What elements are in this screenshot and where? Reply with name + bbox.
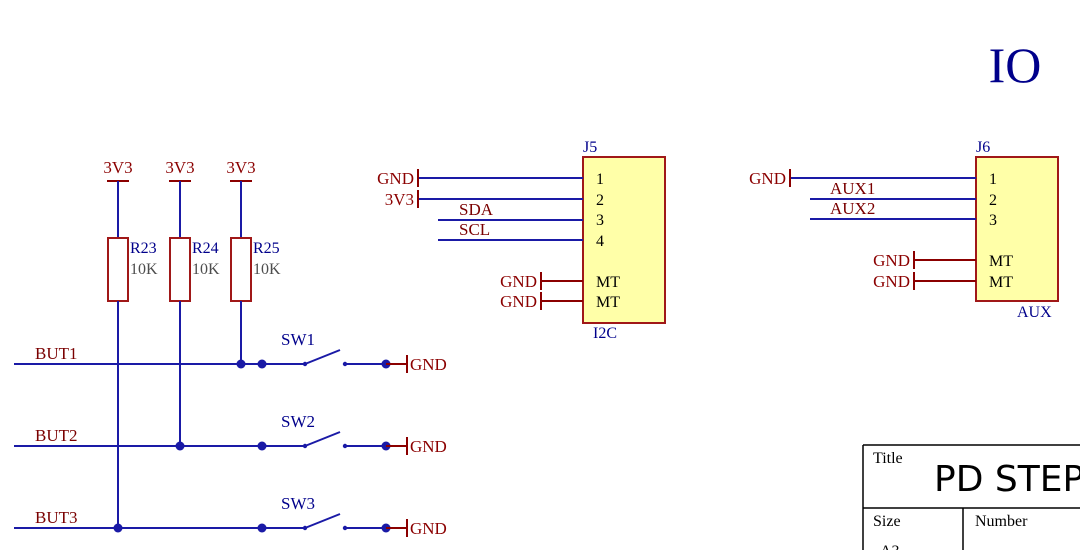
connector-ref: J6	[976, 139, 990, 156]
power-label-3v3: 3V3	[165, 158, 194, 177]
pin-number: MT	[596, 274, 620, 291]
number-label: Number	[975, 513, 1028, 530]
connector-name: AUX	[1017, 304, 1052, 321]
pin-number: 2	[989, 192, 997, 209]
pin-net-label: 3V3	[385, 190, 414, 209]
pullup-r25: 3V3 R25 10K	[226, 158, 281, 364]
pin-net-label: AUX2	[830, 199, 875, 218]
pullup-r24: 3V3 R24 10K	[165, 158, 220, 446]
pin-number: 3	[596, 212, 604, 229]
power-label-3v3: 3V3	[103, 158, 132, 177]
sheet-title: IO	[989, 37, 1042, 93]
resistor-ref: R25	[253, 240, 280, 257]
pin-net-label: GND	[500, 272, 537, 291]
pin-number: MT	[989, 274, 1013, 291]
switch-ref: SW1	[281, 330, 315, 349]
resistor-body	[230, 237, 252, 302]
gnd-label: GND	[410, 519, 447, 538]
pin-net-label: GND	[377, 169, 414, 188]
pullup-r23: 3V3 R23 10K	[103, 158, 158, 528]
resistor-body	[169, 237, 191, 302]
title-label: Title	[873, 450, 903, 467]
connector-body	[975, 156, 1059, 302]
connector-j5: J5 I2C GND 1 3V3 2 SDA 3 SCL 4 GND MT GN…	[377, 139, 666, 342]
resistor-ref: R24	[192, 240, 219, 257]
gnd-label: GND	[410, 355, 447, 374]
title-value: PD STEP	[934, 459, 1080, 500]
size-value: A3	[880, 543, 900, 550]
resistor-value: 10K	[130, 261, 158, 278]
connector-name: I2C	[593, 325, 617, 342]
connector-j6: J6 AUX GND 1 AUX1 2 AUX2 3 GND MT GND MT	[749, 139, 1059, 321]
net-label: BUT3	[35, 508, 78, 527]
net-label: BUT1	[35, 344, 78, 363]
pin-net-label: SCL	[459, 220, 490, 239]
button-row-but2: BUT2 GND SW2	[14, 412, 447, 456]
pin-number: 1	[989, 171, 997, 188]
resistor-value: 10K	[192, 261, 220, 278]
pin-number: MT	[989, 253, 1013, 270]
pin-number: 2	[596, 192, 604, 209]
switch-lever	[304, 349, 341, 365]
size-label: Size	[873, 513, 901, 530]
connector-body	[582, 156, 666, 324]
pin-number: 1	[596, 171, 604, 188]
pin-net-label: GND	[873, 251, 910, 270]
pin-net-label: AUX1	[830, 179, 875, 198]
connector-ref: J5	[583, 139, 597, 156]
pin-number: 4	[596, 233, 604, 250]
title-block: Title PD STEP Size Number A3	[862, 444, 1080, 550]
button-row-but1: BUT1 GND SW1	[14, 330, 447, 374]
resistor-value: 10K	[253, 261, 281, 278]
pin-net-label: SDA	[459, 200, 494, 219]
pin-net-label: GND	[500, 292, 537, 311]
switch-lever	[304, 431, 341, 447]
pin-net-label: GND	[749, 169, 786, 188]
gnd-label: GND	[410, 437, 447, 456]
button-row-but3: BUT3 GND SW3	[14, 494, 447, 538]
junction	[236, 359, 246, 369]
switch-lever	[304, 513, 341, 529]
pin-net-label: GND	[873, 272, 910, 291]
junction	[175, 441, 185, 451]
junction	[113, 523, 123, 533]
net-label: BUT2	[35, 426, 78, 445]
switch-ref: SW3	[281, 494, 315, 513]
switch-ref: SW2	[281, 412, 315, 431]
pin-number: MT	[596, 294, 620, 311]
pin-number: 3	[989, 212, 997, 229]
power-label-3v3: 3V3	[226, 158, 255, 177]
resistor-ref: R23	[130, 240, 157, 257]
resistor-body	[107, 237, 129, 302]
